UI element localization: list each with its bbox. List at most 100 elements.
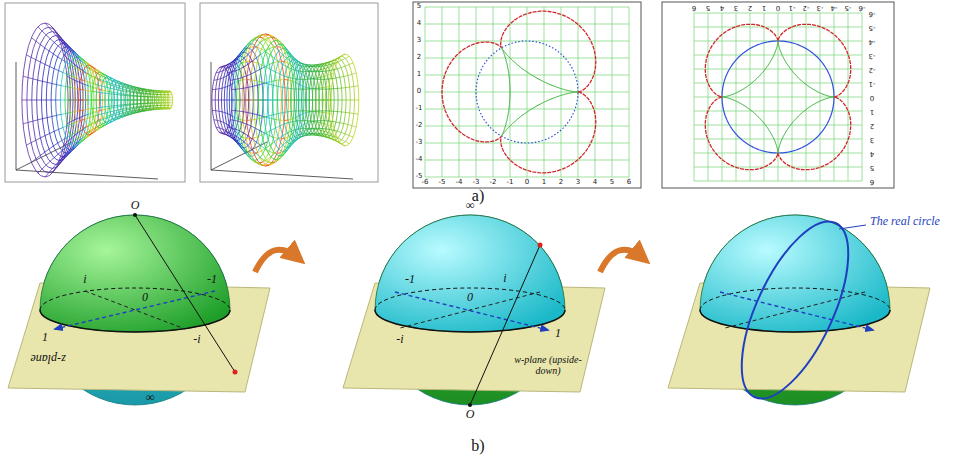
mesh-line [275,38,278,40]
mesh-line [323,137,327,138]
mesh-line [221,121,224,122]
mesh-line [296,70,299,72]
riemann-spheres [8,213,930,407]
mesh-line [54,129,59,131]
mesh-line [222,87,225,89]
mesh-line [125,100,129,101]
mesh-line [341,54,345,56]
mesh-line [274,62,278,63]
mesh-ring [316,63,338,138]
mesh-line [332,121,336,123]
mesh-line [105,90,108,92]
mesh-line [244,64,248,67]
axis-line [725,292,865,328]
mesh-line [240,67,244,69]
mesh-line [284,148,288,152]
mesh-ring [306,65,327,136]
mesh-line [316,100,320,101]
mesh-line [232,83,234,84]
mesh-line [298,137,302,139]
mesh-line [306,71,310,72]
tick-label: 0 [417,88,421,96]
mesh-line [267,81,272,82]
mesh-line [82,59,85,62]
mesh-line [255,128,260,131]
mesh-line [74,144,78,147]
mesh-line [232,110,236,111]
mesh-line [264,116,269,117]
mesh-line [263,100,268,101]
mesh-line [301,124,304,126]
mesh-line [92,69,95,71]
mesh-line [236,129,240,131]
panel-label: b) [471,437,484,455]
mesh-ring [325,58,350,141]
mesh-line [334,88,338,89]
mesh-line [97,128,101,130]
mesh-line [293,130,296,133]
mesh-line [319,71,323,72]
mesh-line [338,100,342,101]
mesh-line [52,115,57,116]
surface-mesh [212,34,359,166]
mesh-line [308,120,312,121]
mesh-line [27,100,32,101]
mesh-line [60,100,65,101]
mesh-line [340,76,344,78]
mesh-line [68,124,72,126]
mesh-line [88,108,92,110]
mesh-line [288,79,291,81]
mesh-line [316,100,319,101]
mesh-line [78,61,82,64]
mesh-line [330,60,334,62]
mesh-line [124,94,127,96]
upper-hemisphere [700,215,890,332]
mesh-line [334,111,338,112]
mesh-line [93,111,96,113]
mesh-line [242,122,246,124]
mesh-line [291,137,295,139]
mesh-line [269,35,273,37]
mesh-line [70,51,73,54]
mesh-line [331,126,334,127]
mesh-line [349,135,353,137]
mesh-ring [227,56,253,144]
mesh-line [255,37,259,40]
mesh-line [266,130,271,133]
mesh-line [309,100,312,101]
mesh-line [161,94,165,95]
curve [502,48,579,136]
mesh-line [63,153,67,157]
mesh-line [257,63,261,65]
mesh-line [124,84,128,85]
mesh-line [305,64,309,66]
mesh-line [301,85,304,86]
mesh-line [306,87,309,89]
mesh-line [130,108,133,110]
mesh-line [295,100,299,101]
mesh-line [121,104,125,105]
mesh-ring [229,52,258,148]
grid-line [425,177,629,178]
mesh-line [99,119,103,121]
mesh-line [69,138,72,140]
origin-label: 0 [142,291,148,304]
mesh-line [144,93,148,94]
tick-label: -2 [416,122,423,130]
mesh-line [89,64,93,67]
mesh-line [67,123,69,124]
mesh-line [283,87,287,89]
mesh-line [109,93,113,95]
mesh-line [167,91,171,92]
mesh-line [33,120,38,121]
mesh-line [309,135,313,136]
mesh-line [295,128,299,130]
mesh-line [97,100,100,101]
mesh-line [141,103,145,104]
mesh-line [72,62,75,64]
mesh-line [111,120,115,122]
mesh-line [92,76,95,78]
mesh-line [107,82,111,83]
mesh-line [255,69,260,72]
mesh-line [269,84,274,85]
